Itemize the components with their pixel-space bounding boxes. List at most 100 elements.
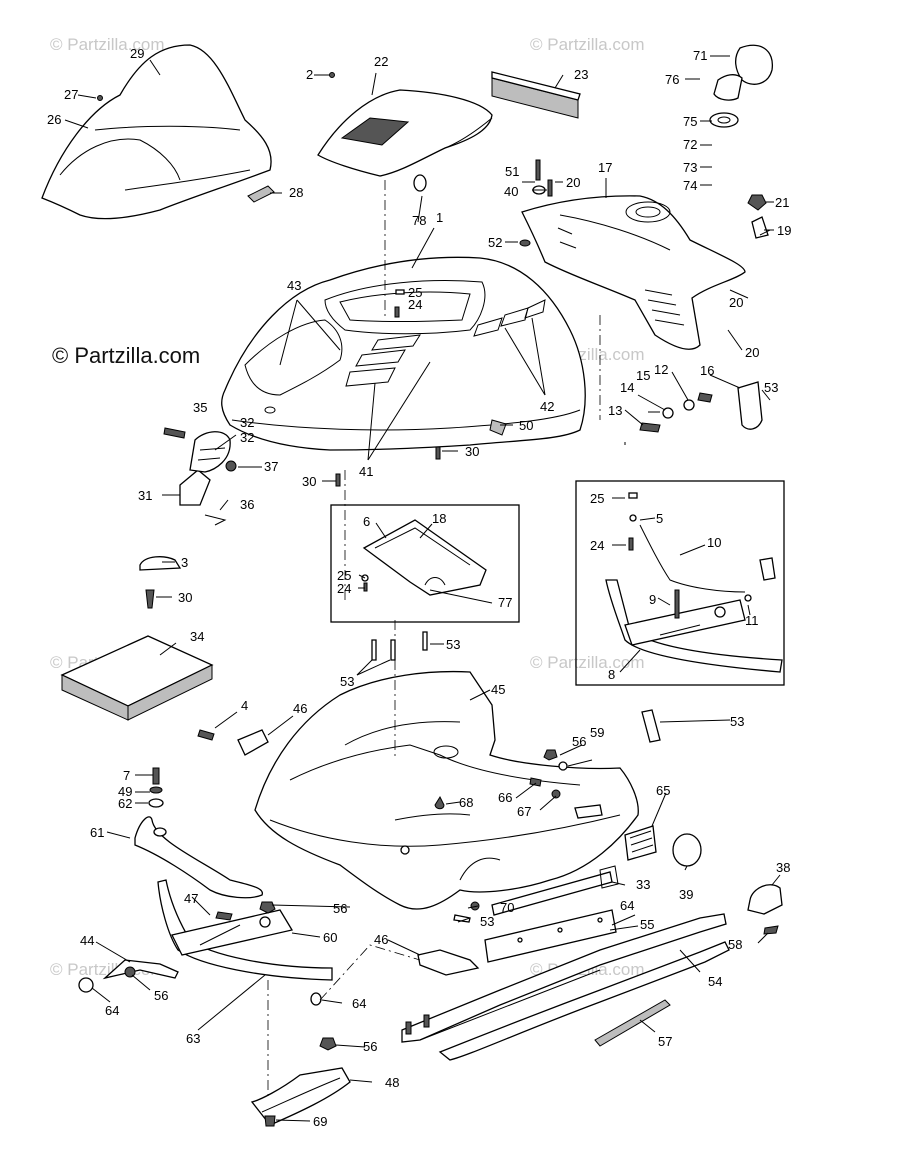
callout-45: 45 bbox=[491, 682, 505, 697]
callout-8: 8 bbox=[608, 667, 615, 682]
callout-33: 33 bbox=[636, 877, 650, 892]
front-bumper-61 bbox=[134, 816, 263, 899]
callout-62: 62 bbox=[118, 796, 132, 811]
callout-20-top: 20 bbox=[566, 175, 580, 190]
callout-68: 68 bbox=[459, 795, 473, 810]
callout-28: 28 bbox=[289, 185, 303, 200]
callout-74: 74 bbox=[683, 178, 697, 193]
foam-pad bbox=[60, 635, 214, 721]
callout-53-hood: 53 bbox=[764, 380, 778, 395]
hardware-belly bbox=[529, 709, 661, 819]
callout-71: 71 bbox=[693, 48, 707, 63]
callout-46-lower: 46 bbox=[374, 932, 388, 947]
callout-64-left: 64 bbox=[105, 1003, 119, 1018]
callout-32-upper: 32 bbox=[240, 415, 254, 430]
callout-38: 38 bbox=[776, 860, 790, 875]
callout-60: 60 bbox=[323, 930, 337, 945]
screw-4 bbox=[197, 729, 215, 741]
callout-58: 58 bbox=[728, 937, 742, 952]
callout-1: 1 bbox=[436, 210, 443, 225]
callout-3: 3 bbox=[181, 555, 188, 570]
hood bbox=[221, 256, 586, 451]
callout-42: 42 bbox=[540, 399, 554, 414]
bracket-46-bottom bbox=[417, 949, 480, 976]
callout-25-bumper: 25 bbox=[590, 491, 604, 506]
latch-assembly bbox=[163, 427, 237, 506]
callout-30-right: 30 bbox=[465, 444, 479, 459]
callout-47: 47 bbox=[184, 891, 198, 906]
watermark-top-left: © Partzilla.com bbox=[50, 35, 165, 54]
callout-10: 10 bbox=[707, 535, 721, 550]
front-skid bbox=[78, 879, 333, 1006]
callout-41: 41 bbox=[359, 464, 373, 479]
callout-24-inset: 24 bbox=[337, 581, 351, 596]
bracket-16 bbox=[737, 381, 763, 430]
belly-pan-rivets bbox=[371, 631, 428, 661]
callout-34: 34 bbox=[190, 629, 204, 644]
callout-20-low: 20 bbox=[745, 345, 759, 360]
callout-49: 49 bbox=[118, 784, 132, 799]
callout-24-hood: 24 bbox=[408, 297, 422, 312]
callout-25-hood: 25 bbox=[408, 285, 422, 300]
callout-70: 70 bbox=[500, 900, 514, 915]
callout-63: 63 bbox=[186, 1031, 200, 1046]
callout-14: 14 bbox=[620, 380, 634, 395]
callout-12: 12 bbox=[654, 362, 668, 377]
watermark-top-right: © Partzilla.com bbox=[530, 35, 645, 54]
callout-78: 78 bbox=[412, 213, 426, 228]
callout-31: 31 bbox=[138, 488, 152, 503]
callout-53-low: 53 bbox=[480, 914, 494, 929]
callout-53-right: 53 bbox=[730, 714, 744, 729]
bolt-stack-left bbox=[148, 767, 164, 808]
inset-box-bumper bbox=[575, 480, 785, 686]
callout-75: 75 bbox=[683, 114, 697, 129]
callout-56-skid: 56 bbox=[154, 988, 168, 1003]
callout-15: 15 bbox=[636, 368, 650, 383]
callout-59: 59 bbox=[590, 725, 604, 740]
callout-36: 36 bbox=[240, 497, 254, 512]
bracket-38 bbox=[747, 884, 783, 935]
callout-53-upper-right: 53 bbox=[446, 637, 460, 652]
callout-56-belly: 56 bbox=[572, 734, 586, 749]
callout-48: 48 bbox=[385, 1075, 399, 1090]
callout-64-skid: 64 bbox=[352, 996, 366, 1011]
callout-25-inset: 25 bbox=[337, 568, 351, 583]
callout-52: 52 bbox=[488, 235, 502, 250]
callout-40: 40 bbox=[504, 184, 518, 199]
heat-shield bbox=[361, 519, 487, 596]
callout-16: 16 bbox=[700, 363, 714, 378]
inset-box-heat-shield bbox=[330, 504, 520, 623]
callout-39: 39 bbox=[679, 887, 693, 902]
console-grommet bbox=[413, 174, 427, 192]
watermark-mid-right-2: © Partzilla.com bbox=[530, 653, 645, 672]
windshield bbox=[41, 44, 272, 220]
rear-skid-54 bbox=[401, 913, 727, 1043]
foam-strip bbox=[491, 71, 581, 119]
callout-44: 44 bbox=[80, 933, 94, 948]
callout-69: 69 bbox=[313, 1114, 327, 1129]
callout-72: 72 bbox=[683, 137, 697, 152]
windshield-screw bbox=[97, 95, 103, 101]
callout-56-front: 56 bbox=[333, 901, 347, 916]
callout-23: 23 bbox=[574, 67, 588, 82]
grille-65 bbox=[624, 825, 657, 861]
watermark-main: © Partzilla.com bbox=[52, 343, 200, 368]
callout-51: 51 bbox=[505, 164, 519, 179]
callout-30-left: 30 bbox=[302, 474, 316, 489]
callout-73: 73 bbox=[683, 160, 697, 175]
belly-pan bbox=[254, 670, 639, 910]
callout-64-plate: 64 bbox=[620, 898, 634, 913]
callout-29: 29 bbox=[130, 46, 144, 61]
callout-17: 17 bbox=[598, 160, 612, 175]
screw-2 bbox=[329, 72, 335, 78]
skid-plate-48 bbox=[250, 1037, 351, 1127]
fuel-tank bbox=[521, 195, 746, 350]
callout-37: 37 bbox=[264, 459, 278, 474]
callout-13: 13 bbox=[608, 403, 622, 418]
callout-4: 4 bbox=[241, 698, 248, 713]
bumper-inset bbox=[605, 492, 783, 673]
callout-76: 76 bbox=[665, 72, 679, 87]
console bbox=[317, 89, 493, 177]
clamp-3 bbox=[139, 556, 182, 609]
